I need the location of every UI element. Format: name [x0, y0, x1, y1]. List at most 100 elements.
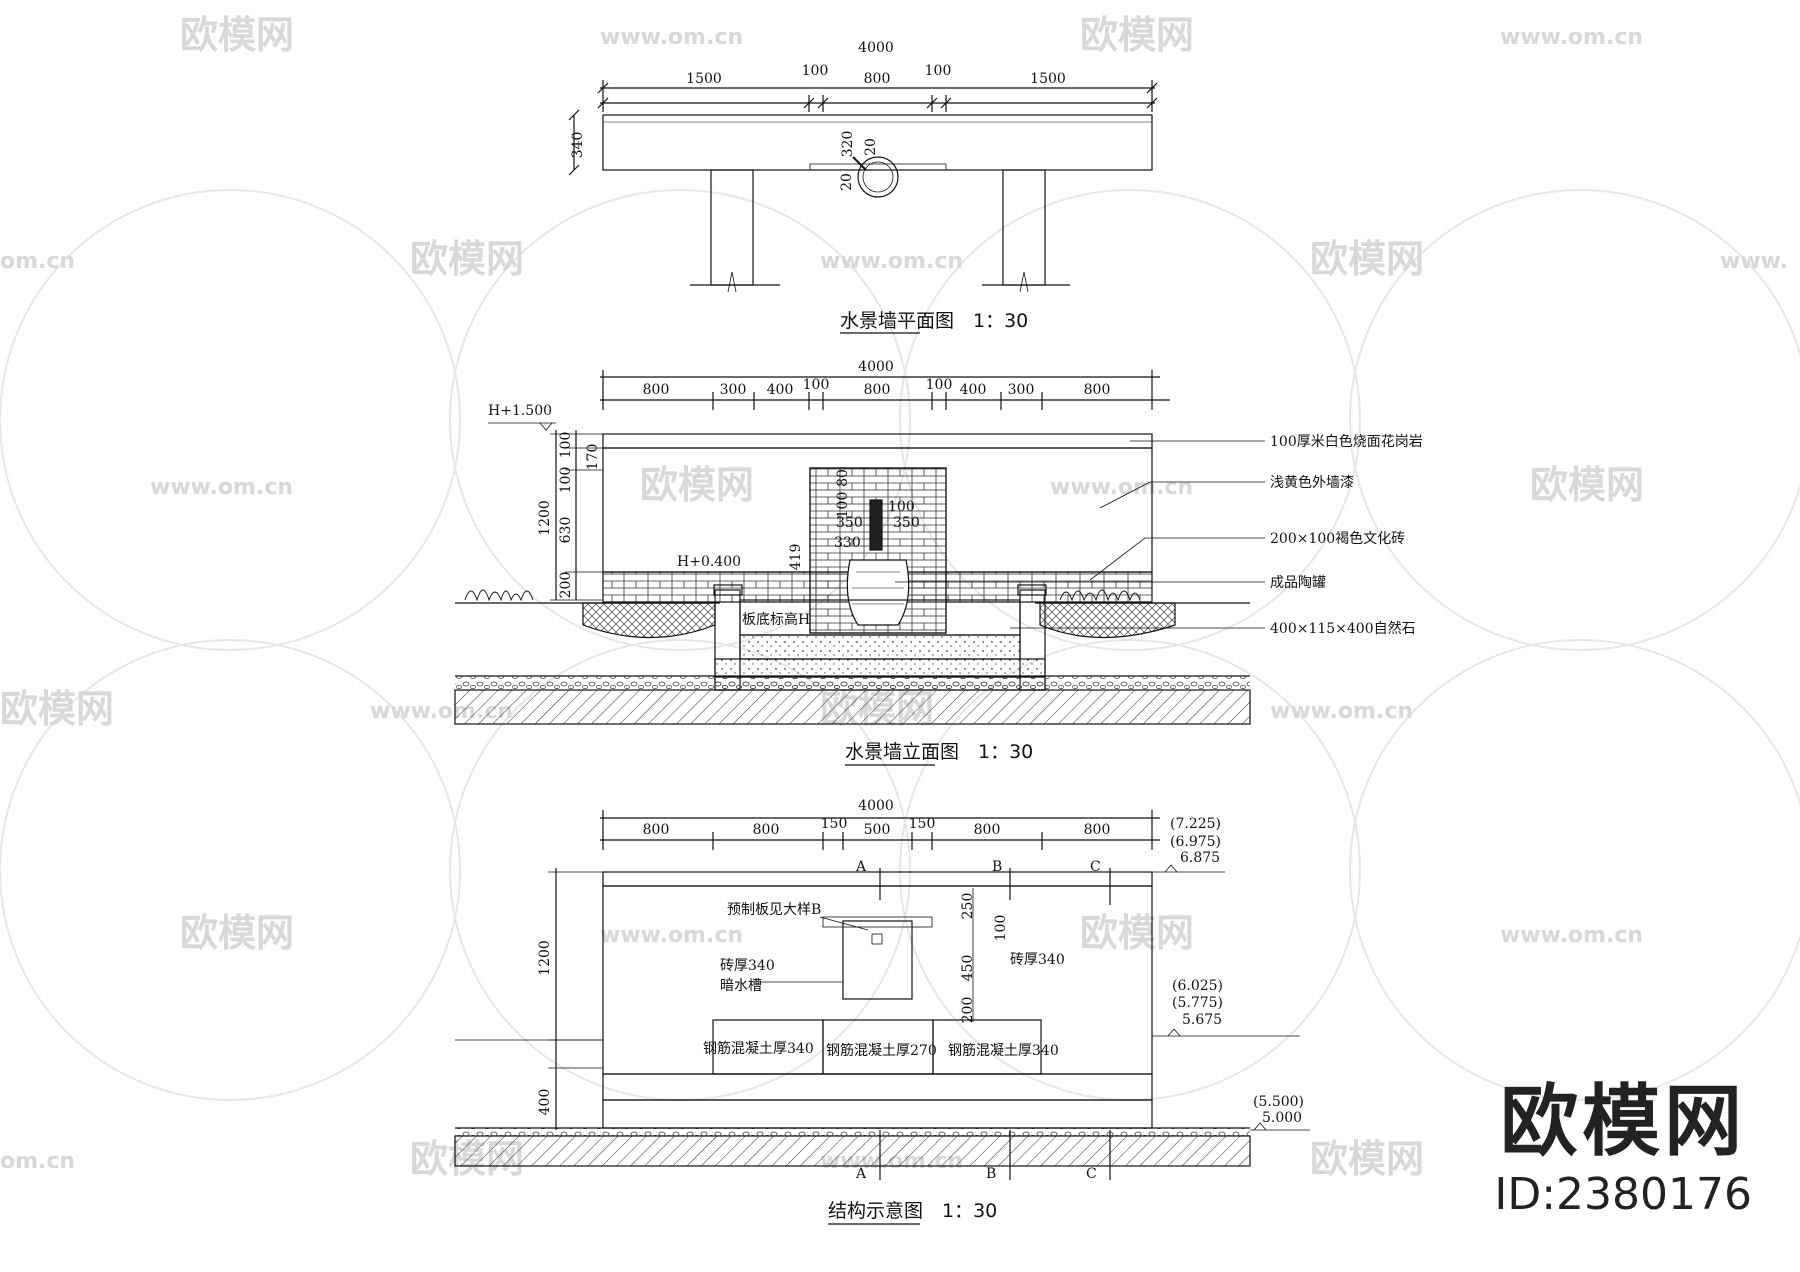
structure-dim: 150 [909, 816, 936, 832]
brand-logo: 欧模网 [1500, 1077, 1747, 1167]
elevation-dim-ticks [602, 370, 1153, 410]
plan-depth-dim: 340 [570, 132, 586, 159]
watermark-url: www.om.cn [150, 475, 293, 500]
label-hidden-trough: 暗水槽 [720, 978, 762, 994]
structure-dim: 500 [864, 822, 891, 838]
plan-dim-ticks [597, 80, 1158, 112]
watermark-logo: 欧模网 [0, 687, 114, 731]
watermark-url: www.om.cn [1270, 699, 1413, 724]
plan-dim: 1500 [686, 71, 722, 87]
brand-block: 欧模网 ID:2380176 [1494, 1083, 1752, 1220]
watermark-logo: 欧模网 [640, 463, 754, 507]
plan-title: 水景墙平面图 1：30 [840, 310, 1028, 332]
watermark-logo: 欧模网 [180, 13, 294, 57]
watermark-circles [0, 189, 1800, 1101]
level-label: 5.675 [1182, 1012, 1222, 1028]
label-brick-340: 砖厚340 [720, 958, 775, 974]
level-pool-label: H+0.400 [677, 554, 741, 570]
watermark-logo: 欧模网 [1310, 237, 1424, 281]
plan-inner-dim: 20 [863, 138, 879, 156]
structure-dim-ticks [602, 810, 1153, 850]
plan-dim: 100 [802, 63, 829, 79]
elevation-inner-dim: 100 [835, 492, 851, 519]
label-brick-340: 砖厚340 [1010, 952, 1065, 968]
elevation-total-dim: 4000 [858, 359, 894, 375]
structure-left-dim: 400 [537, 1089, 553, 1116]
elevation-inner-dim: 419 [788, 544, 804, 571]
watermark-url: www.om.cn [1500, 923, 1643, 948]
structure-texts: 4000 800 800 150 500 150 800 800 A B C A… [537, 798, 1304, 1222]
plan-view [568, 80, 1158, 293]
elevation-dim: 400 [960, 382, 987, 398]
pool-bottom-label: 板底标高H [742, 611, 810, 628]
watermark-url: om.cn [0, 249, 75, 274]
elevation-dim: 800 [643, 382, 670, 398]
plan-texts: 4000 1500 100 800 100 1500 340 320 20 20… [570, 40, 1066, 332]
level-label: (5.500) [1253, 1094, 1304, 1110]
structure-inner-dim: 200 [960, 997, 976, 1024]
plan-dim: 100 [925, 63, 952, 79]
elevation-inner-dim: 330 [834, 535, 861, 551]
watermark-logo: 欧模网 [410, 237, 524, 281]
axis-label-b: B [986, 1166, 996, 1182]
watermark-url: www.om.cn [600, 923, 743, 948]
watermark-url: www.om.cn [1050, 475, 1193, 500]
note-stone: 400×115×400自然石 [1270, 620, 1416, 637]
structure-dim: 800 [974, 822, 1001, 838]
elevation-title: 水景墙立面图 1：30 [845, 741, 1033, 763]
structure-dim: 150 [821, 816, 848, 832]
elevation-dim: 300 [1008, 382, 1035, 398]
label-concrete-340: 钢筋混凝土厚340 [948, 1042, 1059, 1059]
watermark-url: www. [1720, 249, 1788, 274]
level-label: (5.775) [1172, 995, 1223, 1011]
level-label: (7.225) [1170, 816, 1221, 832]
label-precast-slab: 预制板见大样B [727, 902, 821, 918]
elevation-leaders [895, 440, 1265, 629]
elevation-inner-dim: 350 [893, 515, 920, 531]
level-label: (6.025) [1172, 978, 1223, 994]
structure-left-dim: 1200 [537, 940, 553, 976]
elevation-left-dim: 100 [558, 467, 574, 494]
watermark-logo: 欧模网 [1310, 1137, 1424, 1181]
note-granite: 100厚米白色烧面花岗岩 [1270, 433, 1423, 450]
elevation-inner-dim: 350 [836, 515, 863, 531]
axis-label-b: B [992, 859, 1002, 875]
elevation-left-dim: 1200 [537, 500, 553, 536]
elevation-dim: 800 [1084, 382, 1111, 398]
label-concrete-340: 钢筋混凝土厚340 [703, 1040, 814, 1057]
level-label: 5.000 [1262, 1110, 1302, 1126]
brand-id: ID:2380176 [1494, 1169, 1752, 1220]
elevation-dim: 400 [767, 382, 794, 398]
elevation-view [454, 370, 1265, 725]
note-jar: 成品陶罐 [1270, 575, 1326, 591]
watermark-logo: 欧模网 [180, 911, 294, 955]
watermark-logo: 欧模网 [1080, 911, 1194, 955]
plan-inner-dim: 320 [840, 131, 856, 158]
axis-label-c: C [1090, 859, 1101, 875]
structure-dim: 800 [643, 822, 670, 838]
elevation-texts: 4000 800 300 400 100 800 100 400 300 800… [488, 359, 1423, 763]
axis-label-c: C [1086, 1166, 1097, 1182]
structure-total-dim: 4000 [858, 798, 894, 814]
watermark-logo: 欧模网 [1080, 13, 1194, 57]
plan-dim: 800 [864, 71, 891, 87]
watermark-url: om.cn [0, 1149, 75, 1174]
elevation-dim: 300 [720, 382, 747, 398]
elevation-left-dim: 170 [585, 444, 601, 471]
structure-view [454, 810, 1310, 1180]
note-brick: 200×100褐色文化砖 [1270, 530, 1405, 547]
elevation-inner-dim: 100 [888, 499, 915, 515]
label-concrete-270: 钢筋混凝土厚270 [826, 1042, 937, 1059]
axis-label-a: A [855, 1166, 867, 1182]
elevation-dim: 100 [803, 377, 830, 393]
structure-inner-dim: 250 [960, 893, 976, 920]
elevation-left-dim: 100 [558, 432, 574, 459]
structure-dim: 800 [1084, 822, 1111, 838]
elevation-dim: 100 [926, 377, 953, 393]
plan-total-dim: 4000 [858, 40, 894, 56]
structure-inner-dim: 450 [960, 955, 976, 982]
watermark-logo: 欧模网 [1530, 463, 1644, 507]
watermark-url: www.om.cn [600, 25, 743, 50]
axis-label-a: A [855, 859, 867, 875]
